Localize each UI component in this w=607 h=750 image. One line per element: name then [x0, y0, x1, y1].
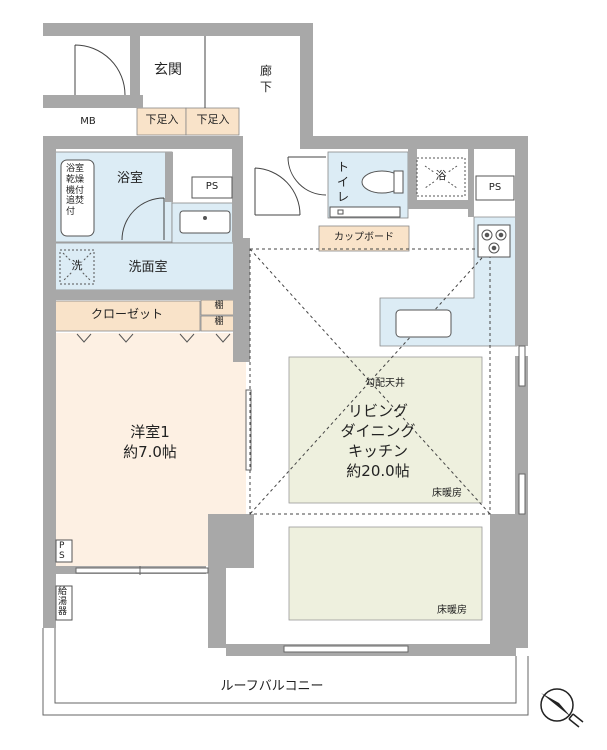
door-swing-icon [74, 44, 126, 96]
toilet-label: トイレ [337, 160, 350, 204]
roof-balcony-outline [42, 628, 529, 716]
water-heater-label: 給湯器 [58, 587, 68, 617]
floor-heating-2-fill [288, 526, 483, 621]
fixtures [55, 157, 515, 621]
sink-icon [179, 210, 231, 234]
ps-kitchen-box [475, 175, 515, 201]
north-arrow-icon [540, 688, 584, 728]
bedroom-size: 約7.0帖 [123, 443, 177, 461]
ldk-size: 約20.0帖 [346, 462, 410, 480]
sloped-ceiling-diagonals [249, 248, 491, 515]
shoe-box-2-label: 下足入 [196, 113, 230, 126]
meter-box-label: MB [80, 116, 96, 127]
bath-mark-box [416, 157, 466, 197]
bedroom-name: 洋室1 [130, 423, 170, 441]
kitchen-sink [395, 309, 452, 338]
toilet-icon [329, 170, 404, 218]
bath-mark-label: 浴 [434, 169, 448, 183]
bathroom-label: 浴室 [116, 171, 144, 186]
walls [43, 23, 528, 656]
shelf-2-label: 棚 [214, 317, 224, 327]
washer-mark-label: 洗 [71, 259, 83, 273]
reheat-dryer-box [60, 159, 95, 237]
ps-bedroom-box [55, 539, 73, 563]
door-swing-icon [287, 156, 327, 196]
shelf-1-label: 棚 [214, 301, 224, 311]
washer-mark-box [59, 249, 95, 285]
closet-label: クローゼット [90, 307, 164, 321]
floor-heating-2-label: 床暖房 [437, 605, 467, 616]
ps-bath-box [191, 176, 233, 199]
washroom-label: 洗面室 [128, 260, 168, 275]
closet-door-marks [76, 333, 231, 343]
ps-bath-label: PS [205, 181, 219, 192]
water-heater-box [55, 585, 73, 621]
shoe-box-1-fill [136, 107, 187, 136]
ps-kitchen-label: PS [488, 182, 502, 193]
windows [75, 345, 526, 653]
floor-heating-1-fill [288, 356, 483, 504]
shoe-box-1-label: 下足入 [145, 113, 179, 126]
reheat-dryer-label: 浴室乾燥機付 追焚付 [66, 164, 85, 218]
floor-heating-1-label: 床暖房 [432, 488, 462, 499]
sloped-ceiling-label: 勾配天井 [365, 378, 405, 389]
entrance-label: 玄関 [154, 62, 182, 78]
ldk-line1: リビング [347, 402, 409, 420]
stove-icon [477, 224, 511, 258]
roof-balcony-label: ルーフバルコニー [220, 679, 324, 694]
door-swings [74, 36, 327, 241]
cupboard-fill [318, 225, 410, 252]
corridor-label: 廊下 [260, 64, 273, 94]
washroom-fill [54, 242, 245, 291]
ps-bedroom-label: PS [59, 541, 65, 561]
shoe-box-2-fill [185, 107, 240, 136]
cupboard-label: カップボード [334, 232, 394, 243]
ldk-line2: ダイニング [340, 422, 416, 440]
door-swing-icon [121, 197, 165, 241]
door-swing-icon [254, 167, 301, 216]
ldk-line3: キッチン [347, 442, 409, 460]
